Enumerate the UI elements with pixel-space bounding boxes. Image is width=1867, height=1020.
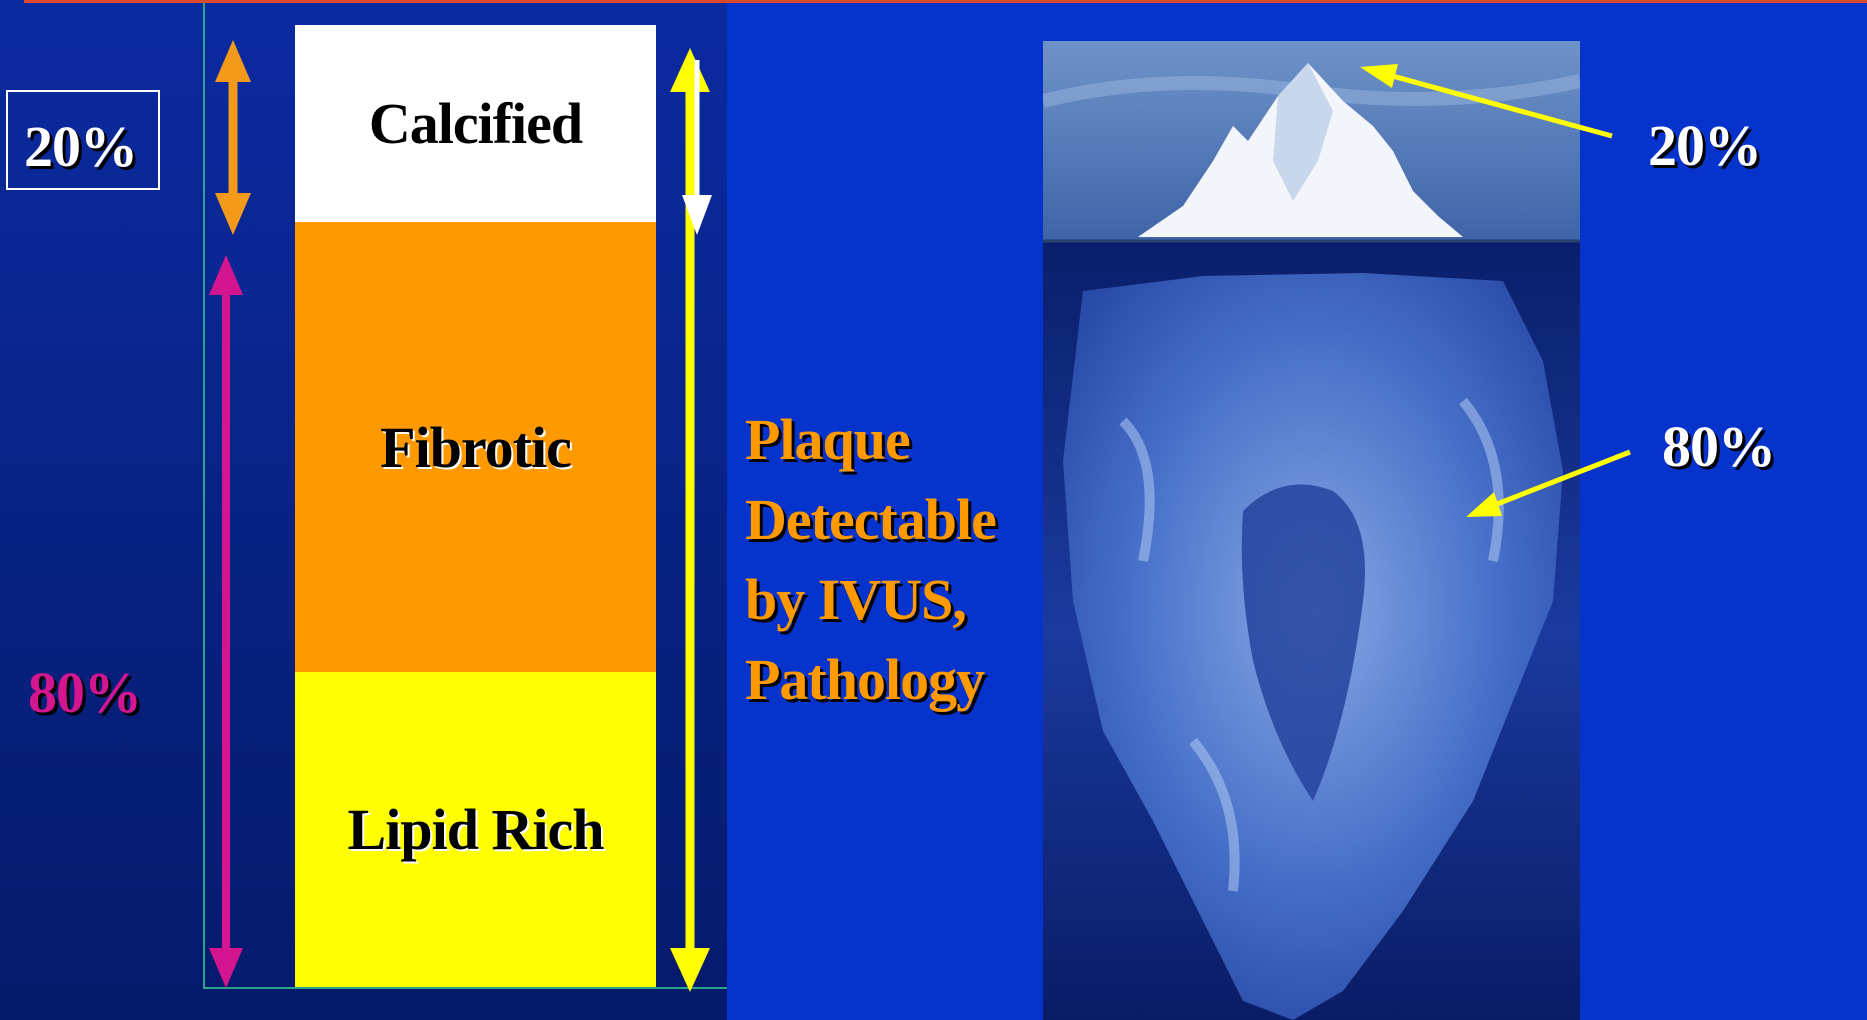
iceberg-top-percent: 20% [1648,117,1761,175]
iceberg-underwater-pointer [1466,452,1630,517]
iceberg-bottom-percent: 80% [1662,418,1775,476]
yellow-long-arrow [670,48,710,992]
iceberg-tip-pointer [1360,64,1612,136]
magenta-double-arrow [209,255,243,988]
orange-double-arrow [215,40,251,235]
